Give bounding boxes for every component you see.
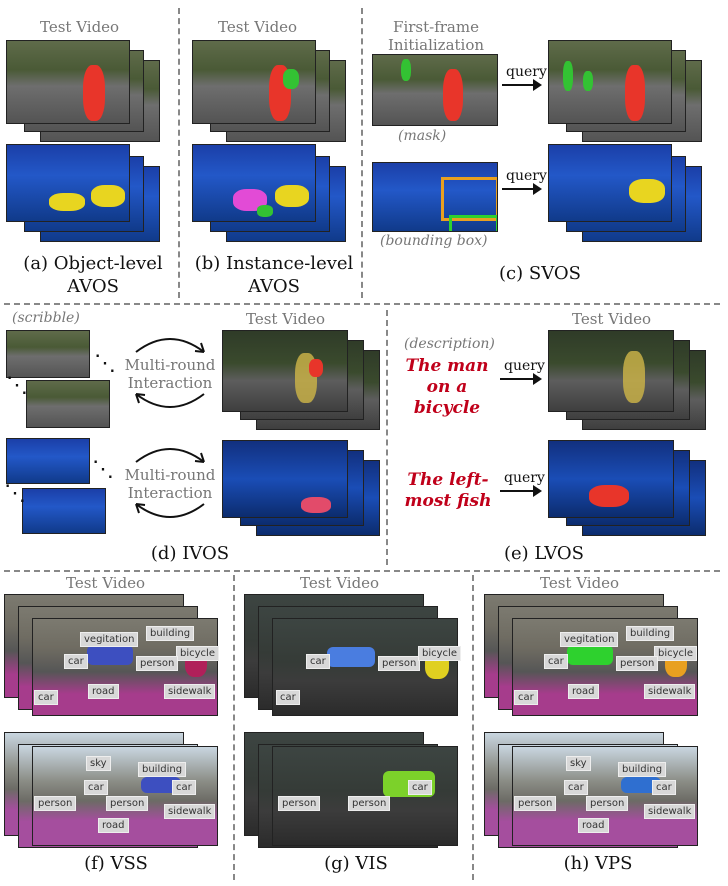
tag-car-f1: car bbox=[64, 654, 88, 669]
rider-mask bbox=[83, 65, 105, 121]
test-video-label-b: Test Video bbox=[218, 18, 298, 36]
svos-first-frame-street bbox=[372, 54, 498, 126]
tag-building-f2: building bbox=[138, 762, 187, 777]
test-video-label-f: Test Video bbox=[66, 574, 146, 592]
ivos-scribble-frame-1 bbox=[6, 330, 90, 378]
tag-building-h2: building bbox=[618, 762, 667, 777]
multi-round-label-1: Multi-round Interaction bbox=[124, 356, 216, 392]
tag-person-g2: person bbox=[278, 796, 321, 811]
tag-person-g3: person bbox=[348, 796, 391, 811]
separator-row2 bbox=[4, 570, 720, 572]
test-video-label-a: Test Video bbox=[40, 18, 120, 36]
tag-car-h2: car bbox=[514, 690, 538, 705]
tag-building-h: building bbox=[626, 626, 675, 641]
separator-de bbox=[386, 310, 388, 565]
tag-car-f2: car bbox=[34, 690, 58, 705]
tag-vegitation-h: vegitation bbox=[560, 632, 619, 647]
tag-road-f2: road bbox=[98, 818, 129, 833]
svos-first-frame-fish bbox=[372, 162, 498, 232]
ivos-scribble-frame-2 bbox=[26, 380, 110, 428]
ivos-scribble-frame-3 bbox=[6, 438, 90, 484]
caption-a: (a) Object-level AVOS bbox=[23, 253, 163, 297]
tag-car-h1: car bbox=[544, 654, 568, 669]
query-arrow-1 bbox=[502, 79, 542, 91]
caption-e: (e) LVOS bbox=[503, 543, 584, 564]
bbox-green bbox=[449, 215, 497, 231]
multi-round-label-2: Multi-round Interaction bbox=[124, 466, 216, 502]
caption-g: (g) VIS bbox=[324, 853, 388, 874]
separator-fg bbox=[233, 575, 235, 880]
tag-car-f4: car bbox=[172, 780, 196, 795]
tag-car-h4: car bbox=[652, 780, 676, 795]
tag-sky-f: sky bbox=[86, 756, 111, 771]
caption-f: (f) VSS bbox=[84, 853, 148, 874]
tag-sidewalk-h2: sidewalk bbox=[644, 804, 696, 819]
tag-car-f3: car bbox=[84, 780, 108, 795]
tag-person-f1: person bbox=[136, 656, 179, 671]
tag-sky-h: sky bbox=[566, 756, 591, 771]
tag-bicycle-h: bicycle bbox=[654, 646, 697, 661]
test-video-label-h: Test Video bbox=[540, 574, 620, 592]
tag-car-g1: car bbox=[306, 654, 330, 669]
description-label: (description) bbox=[404, 336, 495, 352]
description-left-fish: The left-most fish bbox=[404, 470, 492, 511]
tag-sidewalk-f1: sidewalk bbox=[164, 684, 216, 699]
tag-building-f: building bbox=[146, 626, 195, 641]
caption-c: (c) SVOS bbox=[499, 263, 581, 284]
scribble-label: (scribble) bbox=[12, 310, 80, 326]
description-man-bicycle: The man on a bicycle bbox=[405, 356, 489, 418]
tag-vegitation-f: vegitation bbox=[80, 632, 139, 647]
tag-car-g2: car bbox=[276, 690, 300, 705]
tag-bicycle-g: bicycle bbox=[418, 646, 461, 661]
tag-sidewalk-h1: sidewalk bbox=[644, 684, 696, 699]
cycle-arrows-2 bbox=[135, 448, 205, 518]
ivos-scribble-frame-4 bbox=[22, 488, 106, 534]
query-arrow-2 bbox=[502, 183, 542, 195]
tag-road-h2: road bbox=[578, 818, 609, 833]
query-label-2: query bbox=[506, 168, 547, 184]
query-label-4: query bbox=[504, 470, 545, 486]
separator-row1 bbox=[4, 303, 720, 305]
ellipsis-2: ⋱ bbox=[6, 373, 28, 398]
tag-person-f3: person bbox=[106, 796, 149, 811]
caption-d: (d) IVOS bbox=[150, 543, 230, 564]
tag-car-g3: car bbox=[408, 780, 432, 795]
ellipsis-3: ⋱ bbox=[92, 457, 114, 482]
tag-road-f1: road bbox=[88, 684, 119, 699]
bbox-orange bbox=[441, 177, 497, 221]
tag-person-h2: person bbox=[514, 796, 557, 811]
tag-person-h1: person bbox=[616, 656, 659, 671]
bounding-box-label: (bounding box) bbox=[380, 233, 488, 249]
ellipsis-4: ⋱ bbox=[4, 481, 26, 506]
tag-bicycle-f: bicycle bbox=[176, 646, 219, 661]
ellipsis-1: ⋱ bbox=[94, 351, 116, 376]
cycle-arrows-1 bbox=[135, 338, 205, 408]
caption-h: (h) VPS bbox=[563, 853, 633, 874]
first-frame-label: First-frame Initialization bbox=[387, 18, 485, 54]
separator-ab bbox=[178, 8, 180, 298]
separator-bc bbox=[361, 8, 363, 298]
test-video-label-e: Test Video bbox=[572, 310, 652, 328]
tag-person-g1: person bbox=[378, 656, 421, 671]
tag-person-f2: person bbox=[34, 796, 77, 811]
mask-label: (mask) bbox=[398, 128, 447, 144]
query-arrow-3 bbox=[500, 373, 542, 385]
query-arrow-4 bbox=[500, 485, 542, 497]
tag-car-h3: car bbox=[564, 780, 588, 795]
tag-person-h3: person bbox=[586, 796, 629, 811]
separator-gh bbox=[472, 575, 474, 880]
test-video-label-g: Test Video bbox=[300, 574, 380, 592]
query-label-3: query bbox=[504, 358, 545, 374]
test-video-label-d: Test Video bbox=[246, 310, 326, 328]
tag-road-h1: road bbox=[568, 684, 599, 699]
caption-b: (b) Instance-level AVOS bbox=[194, 253, 354, 297]
query-label-1: query bbox=[506, 64, 547, 80]
tag-sidewalk-f2: sidewalk bbox=[164, 804, 216, 819]
